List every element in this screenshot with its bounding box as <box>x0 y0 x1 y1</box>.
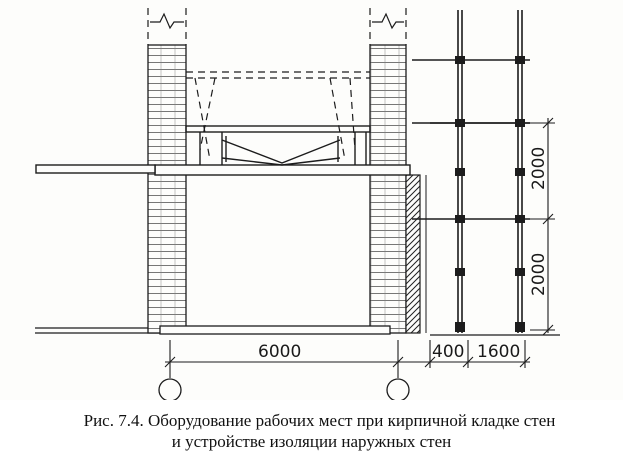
right-wall-break-mark <box>372 12 404 30</box>
bottom-slab <box>159 325 391 335</box>
figure-caption-line-2: и устройстве изоляции наружных стен <box>171 432 452 451</box>
insulation-layer <box>405 174 421 334</box>
dimension-scaffold-width: 1600 <box>477 342 520 362</box>
dimension-tier-upper: 2000 <box>529 147 549 190</box>
horizontal-dimension-chain <box>164 340 531 378</box>
floor-slab <box>35 164 411 176</box>
scaffold-clamps <box>455 56 525 332</box>
raised-trestle-dashed <box>186 71 370 161</box>
axis-markers <box>158 378 410 400</box>
tubular-scaffold <box>412 10 530 333</box>
right-brick-wall <box>369 44 407 334</box>
figure-caption-line-1: Рис. 7.4. Оборудование рабочих мест при … <box>83 411 556 430</box>
vertical-dimension-chain <box>530 117 555 336</box>
ground-lines <box>35 327 560 336</box>
scaffolding-diagram: 2000 2000 6000 400 1600 <box>35 8 560 400</box>
trestle-scaffold <box>185 125 371 166</box>
left-wall-break-mark <box>150 12 184 30</box>
left-brick-wall <box>147 44 187 334</box>
dimension-wall-span: 6000 <box>258 342 301 362</box>
dimension-tier-lower: 2000 <box>529 253 549 296</box>
dimension-insulation-gap: 400 <box>432 342 464 362</box>
